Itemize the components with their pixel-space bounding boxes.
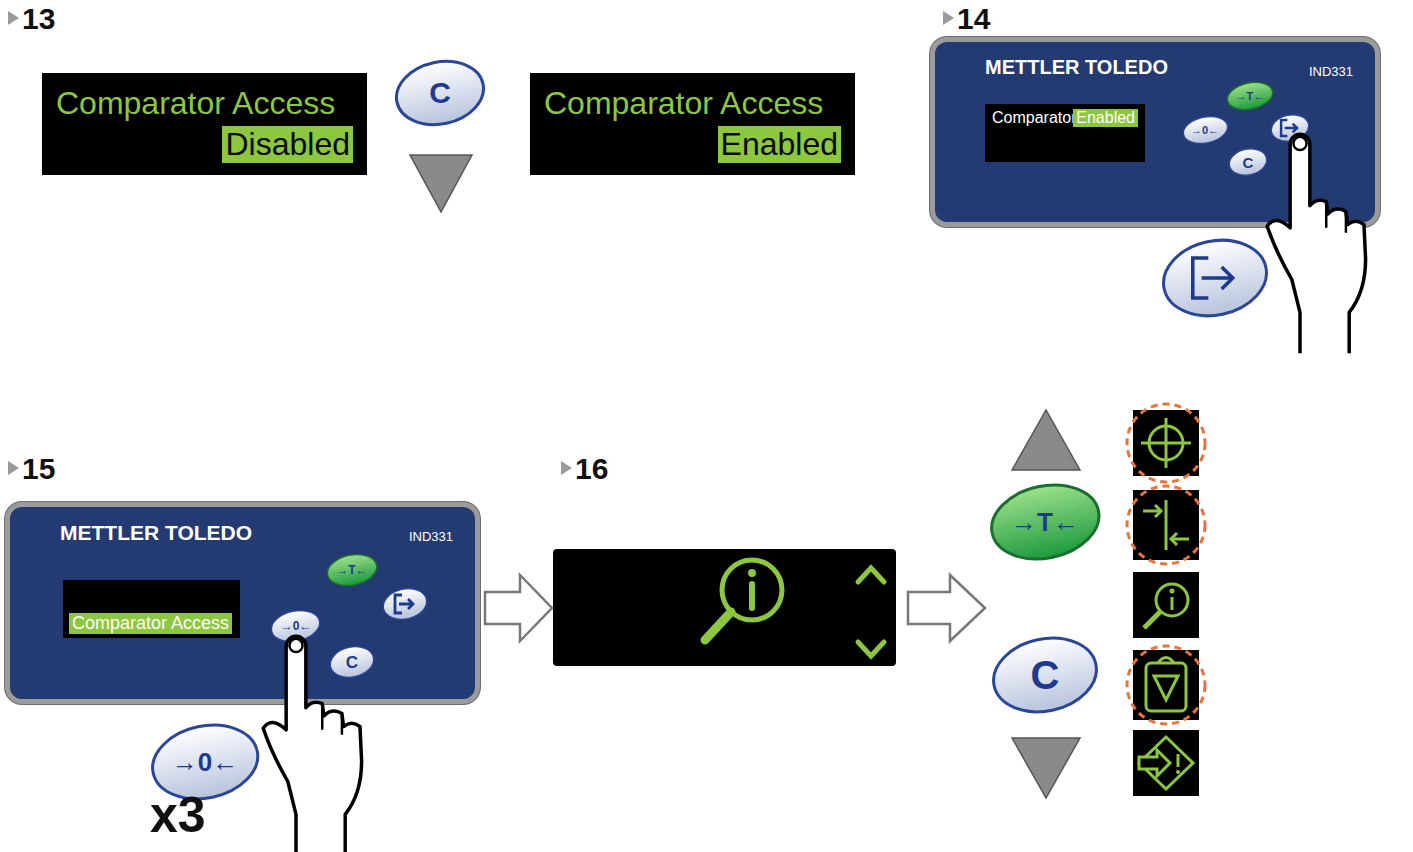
- step-number: 15: [22, 454, 55, 484]
- key-button: →T←: [1223, 80, 1277, 112]
- step-number: 13: [22, 4, 55, 34]
- key-button: C: [1225, 146, 1271, 178]
- press-count: x3: [150, 790, 206, 840]
- key-label: →T←: [1011, 509, 1079, 535]
- terminal-panel: METTLER TOLEDO IND331Comparator AccessEna…: [935, 42, 1375, 222]
- menu-icons: [1127, 404, 1205, 796]
- key-button: C: [392, 59, 488, 127]
- print-key: [1269, 111, 1312, 144]
- key-outline: [392, 59, 488, 127]
- up-key: [1012, 410, 1080, 470]
- down-key: [410, 155, 472, 212]
- key-outline: [1180, 114, 1229, 146]
- terminal-panel: METTLER TOLEDO IND331Comparator Access →T←…: [10, 507, 475, 699]
- key-outline: [1225, 80, 1275, 112]
- key-label: C: [346, 654, 358, 671]
- display-screen: Comparator Access: [63, 580, 240, 638]
- key-outline: [269, 608, 323, 644]
- key-label: →T←: [336, 564, 367, 576]
- key-outline: [327, 644, 376, 680]
- pressing-hand: [1267, 134, 1365, 353]
- key-button: →0←: [1179, 114, 1232, 146]
- step-number: 14: [957, 4, 990, 34]
- info-display: [553, 549, 896, 666]
- step-marker: [8, 11, 954, 475]
- key-label: C: [1031, 655, 1060, 695]
- key-outline: [989, 636, 1101, 714]
- key-button: C: [326, 644, 378, 680]
- key-outline: [324, 552, 379, 588]
- brand-name: METTLER TOLEDO: [60, 521, 252, 545]
- display-screen: Comparator AccessEnabled: [530, 73, 855, 175]
- display-screen: Comparator AccessDisabled: [42, 73, 367, 175]
- key-label: →0←: [281, 620, 312, 632]
- print-key: [380, 585, 429, 623]
- menu-item: Comparator Access: [69, 613, 232, 634]
- key-label: C: [429, 78, 451, 108]
- key-label: →T←: [1236, 91, 1265, 102]
- setting-value: Disabled: [222, 126, 353, 163]
- model-name: IND331: [409, 529, 453, 544]
- key-label: →0←: [172, 749, 238, 775]
- key-outline: [987, 483, 1104, 561]
- key-button: →T←: [987, 483, 1104, 561]
- key-outline: [1227, 146, 1270, 178]
- key-button: →T←: [323, 552, 381, 588]
- down-key: [1012, 738, 1080, 798]
- key-label: →0←: [1191, 125, 1219, 136]
- key-button: C: [989, 636, 1101, 714]
- setting-value: Enabled: [718, 126, 841, 163]
- menu-item: Comparator Access: [56, 85, 335, 122]
- step-number: 16: [575, 454, 608, 484]
- display-screen: Comparator AccessEnabled: [985, 104, 1145, 162]
- print-key: [1156, 231, 1273, 325]
- setting-value: Enabled: [1073, 109, 1138, 127]
- menu-item: Comparator Access: [544, 85, 823, 122]
- brand-name: METTLER TOLEDO: [985, 56, 1168, 79]
- model-name: IND331: [1309, 64, 1353, 79]
- pressing-hand: [263, 636, 361, 852]
- key-label: C: [1243, 155, 1254, 170]
- key-button: →0←: [267, 608, 324, 644]
